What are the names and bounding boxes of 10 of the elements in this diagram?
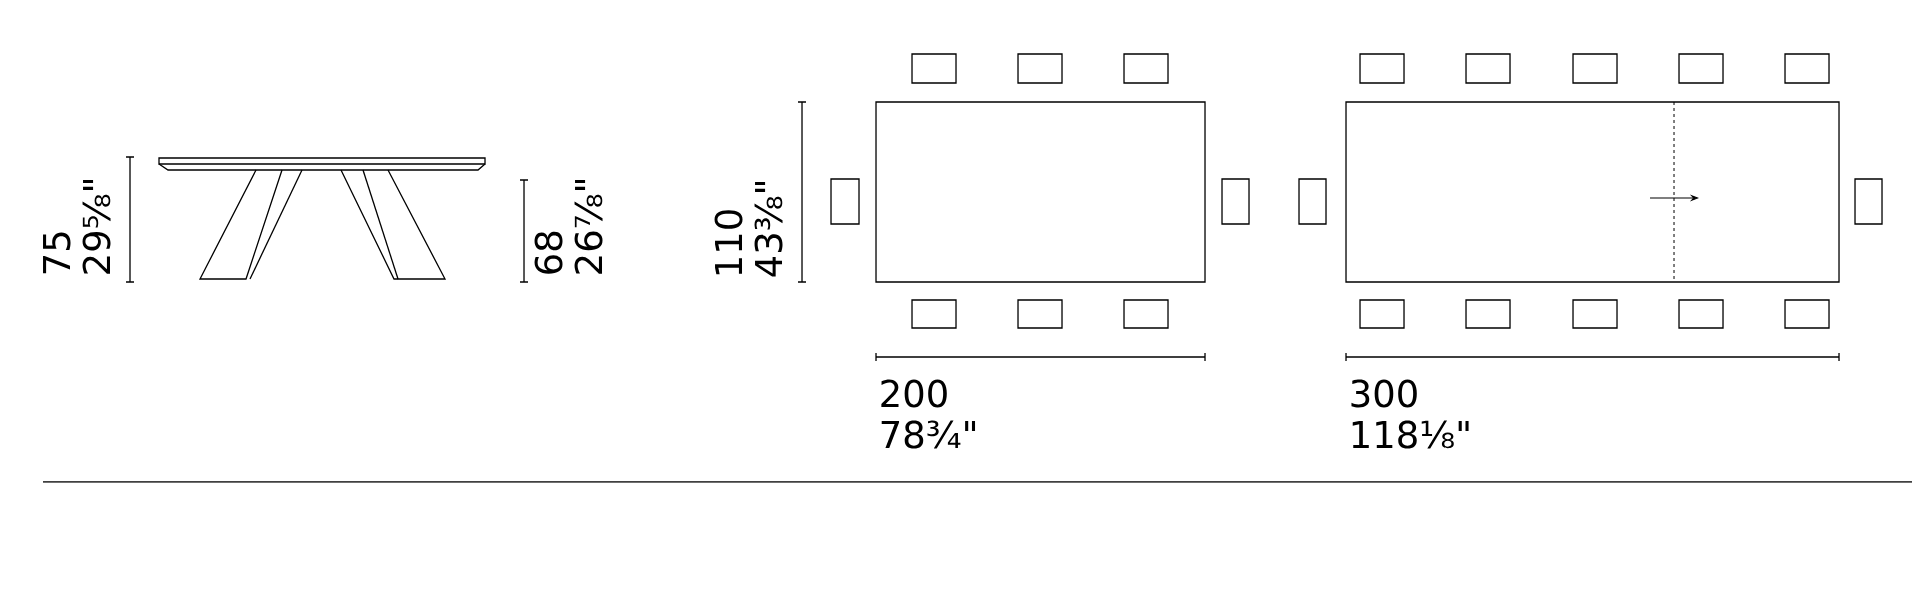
dimension-label: 68 xyxy=(534,231,563,274)
dimension-label: 118⅛" xyxy=(1352,420,1469,449)
dimension-label: 200 xyxy=(881,379,947,408)
dimension-label: 26⅞" xyxy=(574,180,603,274)
dimension-label: 43⅜" xyxy=(754,182,783,277)
dimension-label: 75 xyxy=(43,232,71,274)
dimension-label: 29⅝" xyxy=(82,180,111,274)
dimension-label: 300 xyxy=(1351,379,1417,408)
dimension-label: 78¾" xyxy=(881,420,976,449)
dimension-label: 110 xyxy=(714,210,743,275)
